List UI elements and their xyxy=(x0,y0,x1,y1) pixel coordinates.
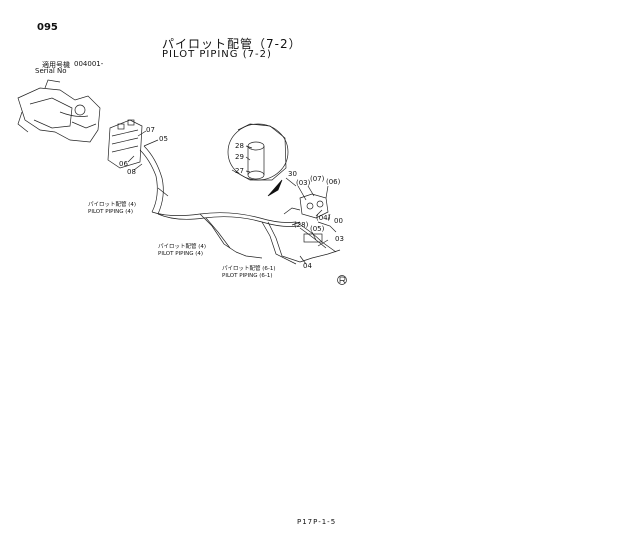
fitting-block-drawing xyxy=(299,193,337,243)
swing-motor-drawing xyxy=(227,123,289,181)
page-number: 095 xyxy=(37,22,58,33)
part-label-29: 29 xyxy=(235,153,244,161)
part-label-30: 30 xyxy=(288,170,297,178)
callout-pilot-piping-4b: パイロット配管 (4) PILOT PIPING (4) xyxy=(158,244,206,258)
orientation-mark xyxy=(337,275,347,285)
part-label-03: 03 xyxy=(335,235,344,243)
callout-jp: パイロット配管 (4) xyxy=(158,244,207,250)
part-label-04: 04 xyxy=(303,262,312,270)
callout-en: PILOT PIPING (6-1) xyxy=(222,273,273,279)
callout-en: PILOT PIPING (4) xyxy=(88,209,134,215)
part-label-27: 27 xyxy=(235,167,244,175)
part-label-07: 07 xyxy=(146,126,155,134)
serial-value: 004001- xyxy=(74,60,104,68)
page-title-en: PILOT PIPING (7-2) xyxy=(162,49,272,60)
part-label-03-ref: (03) xyxy=(296,179,311,187)
serial-label-jp: 適用号機 xyxy=(42,61,70,69)
machine-body-drawing xyxy=(17,79,101,143)
part-label-06: 06 xyxy=(119,160,128,168)
part-label-28: 28 xyxy=(235,142,244,150)
part-label-05: 05 xyxy=(159,135,168,143)
part-label-06-ref: (06) xyxy=(326,178,341,186)
part-label-28-ref: (28) xyxy=(294,221,309,229)
callout-jp: パイロット配管 (6-1) xyxy=(222,266,276,272)
callout-en: PILOT PIPING (4) xyxy=(158,251,204,257)
part-label-00: 00 xyxy=(334,217,343,225)
control-valve-drawing xyxy=(107,119,143,169)
page-title-jp: パイロット配管（7-2） xyxy=(162,37,302,51)
part-label-07-ref: (07) xyxy=(310,175,325,183)
part-label-05-ref: (05) xyxy=(310,225,325,233)
pilot-hoses xyxy=(139,145,341,265)
callout-pilot-piping-6-1: パイロット配管 (6-1) PILOT PIPING (6-1) xyxy=(222,266,276,280)
callout-pilot-piping-4a: パイロット配管 (4) PILOT PIPING (4) xyxy=(88,202,136,216)
callout-jp: パイロット配管 (4) xyxy=(88,202,137,208)
part-label-04-ref: (04) xyxy=(316,214,331,222)
arrow-icon xyxy=(267,179,283,197)
part-label-08: 08 xyxy=(127,168,136,176)
serial-label-en: Serial No xyxy=(35,67,67,75)
footer-page-code: P17P-1-5 xyxy=(297,518,337,526)
